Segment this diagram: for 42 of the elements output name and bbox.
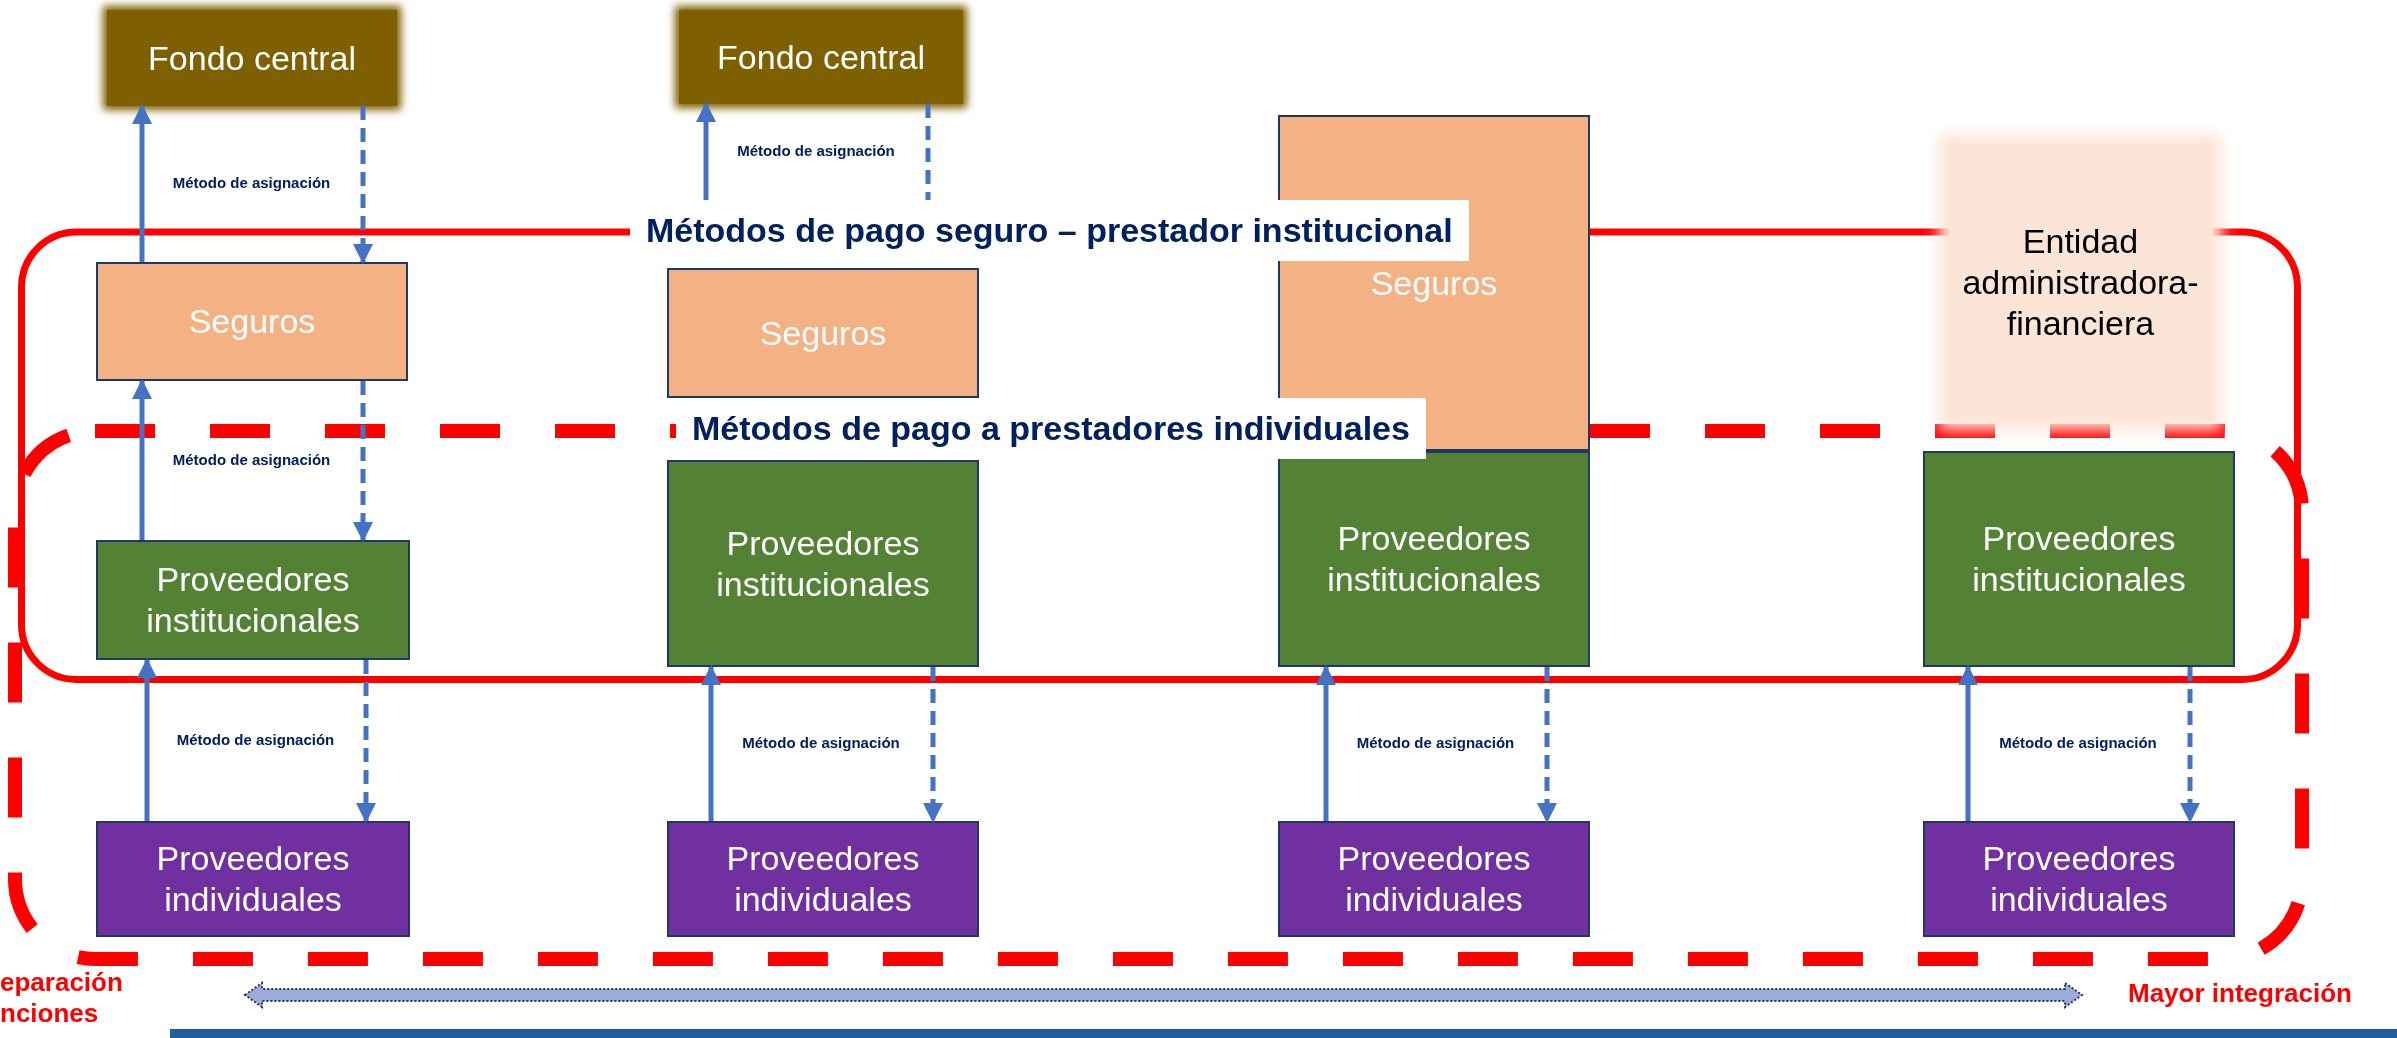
arrow: [1958, 665, 1978, 821]
box-label: Proveedores institucionales: [1326, 518, 1542, 600]
arrow: [132, 379, 152, 540]
box-label: Proveedores institucionales: [1971, 518, 2187, 600]
arrow: [696, 102, 716, 200]
box-label: Proveedores individuales: [725, 838, 921, 920]
box-label: Proveedores individuales: [1336, 838, 1532, 920]
individual-provider-box: [1923, 821, 2235, 937]
individual-provider-box: [667, 821, 979, 937]
institutional-provider-box: [1278, 451, 1590, 667]
box-label: Proveedores individuales: [1981, 838, 2177, 920]
dashed-arrow: [353, 106, 373, 264]
band-title: Métodos de pago a prestadores individuales: [676, 398, 1426, 459]
box-label: Seguros: [1369, 262, 1499, 304]
institutional-provider-box: [1923, 451, 2235, 667]
insurance-box: [667, 268, 979, 398]
entity-box: [1949, 145, 2212, 420]
fund-box: [679, 10, 963, 104]
institutional-provider-box: [667, 460, 979, 667]
dashed-arrow: [1537, 667, 1557, 823]
box-label: Proveedores individuales: [155, 838, 351, 920]
box-label: Seguros: [758, 312, 888, 354]
arrow: [701, 665, 721, 821]
individual-provider-box: [96, 821, 410, 937]
box-label: Fondo central: [716, 36, 926, 78]
institutional-provider-box: [96, 540, 410, 660]
individual-provider-box: [1278, 821, 1590, 937]
insurance-box: [96, 262, 408, 381]
box-label: Proveedores institucionales: [715, 522, 931, 605]
box-label: Fondo central: [147, 37, 357, 79]
fund-box: [107, 10, 397, 106]
arrow: [137, 658, 157, 821]
band-title: Métodos de pago seguro – prestador institucional: [630, 200, 1469, 261]
dashed-arrow: [353, 381, 373, 542]
arrow: [132, 104, 152, 262]
box-label: Seguros: [187, 301, 317, 342]
box-label: Proveedores institucionales: [145, 559, 361, 641]
dashed-arrow: [923, 667, 943, 823]
dashed-arrow: [2180, 667, 2200, 823]
arrow: [1316, 665, 1336, 821]
box-label: Entidad administradora-financiera: [1961, 221, 2200, 344]
dashed-arrow: [356, 660, 376, 823]
